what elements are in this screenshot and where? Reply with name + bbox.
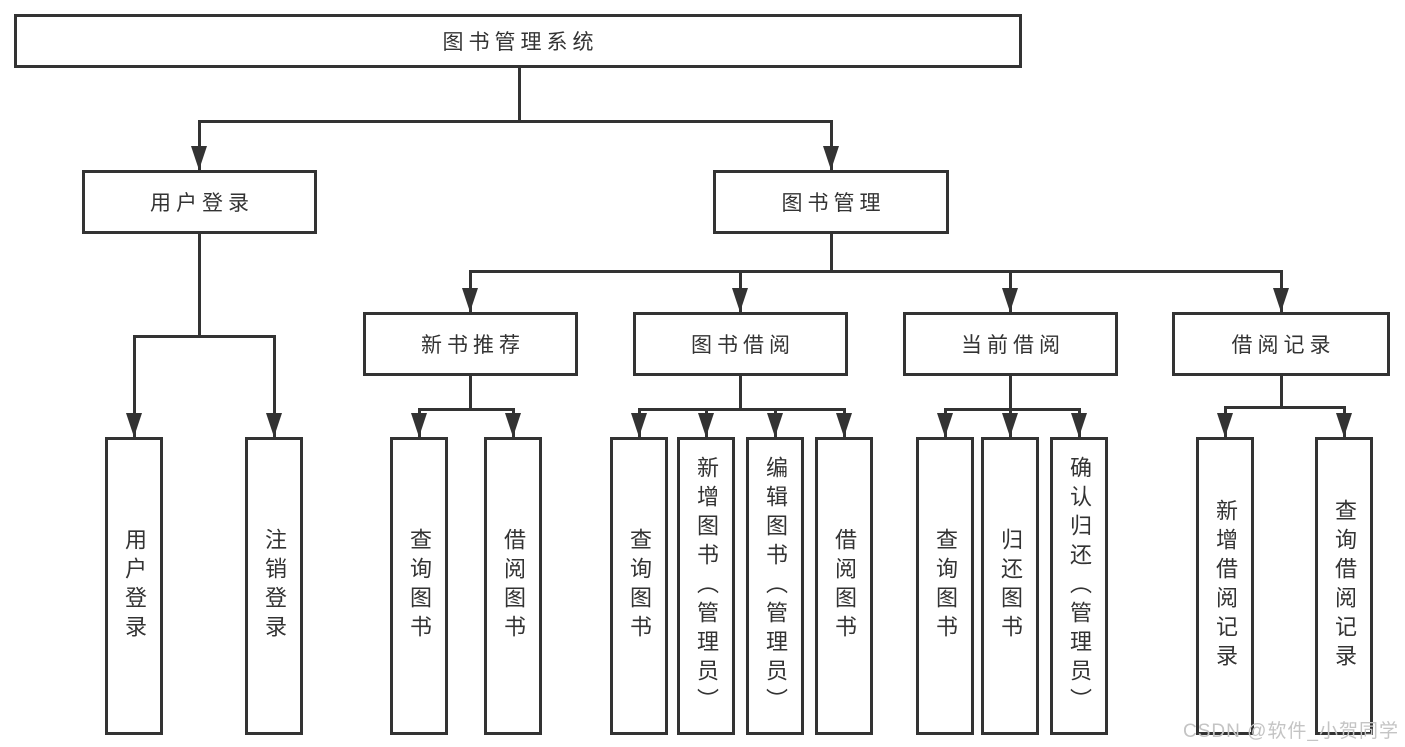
connector-line — [468, 270, 1283, 273]
arrow-down-icon — [191, 146, 207, 170]
leaf-user-login: 用户登录 — [105, 437, 163, 735]
leaf-cb-query-books: 查询图书 — [916, 437, 974, 735]
connector-line — [197, 120, 201, 170]
leaf-br-query-record-label: 查询借阅记录 — [1332, 499, 1357, 673]
connector-line — [132, 335, 136, 437]
leaf-user-login-label: 用户登录 — [122, 528, 147, 644]
node-book-borrowing: 图书借阅 — [633, 312, 848, 376]
connector-line — [417, 408, 515, 411]
arrow-down-icon — [1071, 413, 1087, 437]
arrow-down-icon — [1002, 413, 1018, 437]
node-user-login: 用户登录 — [82, 170, 317, 234]
leaf-nb-borrow-books: 借阅图书 — [484, 437, 542, 735]
csdn-watermark: CSDN @软件_小贺同学 — [1183, 721, 1399, 742]
arrow-down-icon — [1002, 288, 1018, 312]
leaf-nb-query-books-label: 查询图书 — [407, 528, 432, 644]
arrow-down-icon — [767, 413, 783, 437]
leaf-bb-query-books: 查询图书 — [610, 437, 668, 735]
arrow-down-icon — [411, 413, 427, 437]
leaf-cb-confirm-return-admin-label: 确认归还（管理员） — [1067, 455, 1092, 717]
connector-line — [197, 120, 833, 123]
connector-line — [829, 120, 833, 170]
arrow-down-icon — [823, 146, 839, 170]
connector-line — [1008, 376, 1012, 411]
arrow-down-icon — [126, 413, 142, 437]
arrow-down-icon — [462, 288, 478, 312]
node-new-book-recommendation: 新书推荐 — [363, 312, 578, 376]
connector-line — [637, 408, 846, 411]
leaf-bb-query-books-label: 查询图书 — [627, 528, 652, 644]
arrow-down-icon — [698, 413, 714, 437]
connector-line — [272, 335, 276, 437]
leaf-bb-add-book-admin: 新增图书（管理员） — [677, 437, 735, 735]
connector-line — [132, 335, 276, 338]
arrow-down-icon — [836, 413, 852, 437]
arrow-down-icon — [631, 413, 647, 437]
leaf-cb-return-book: 归还图书 — [981, 437, 1039, 735]
arrow-down-icon — [1273, 288, 1289, 312]
arrow-down-icon — [505, 413, 521, 437]
connector-line — [829, 234, 833, 273]
node-borrowing-records: 借阅记录 — [1172, 312, 1390, 376]
leaf-bb-edit-book-admin: 编辑图书（管理员） — [746, 437, 804, 735]
node-book-management: 图书管理 — [713, 170, 949, 234]
leaf-br-add-record-label: 新增借阅记录 — [1213, 499, 1238, 673]
leaf-nb-query-books: 查询图书 — [390, 437, 448, 735]
arrow-down-icon — [732, 288, 748, 312]
arrow-down-icon — [266, 413, 282, 437]
leaf-nb-borrow-books-label: 借阅图书 — [501, 528, 526, 644]
leaf-bb-add-book-admin-label: 新增图书（管理员） — [694, 455, 719, 717]
node-current-borrowing: 当前借阅 — [903, 312, 1118, 376]
leaf-bb-borrow-books: 借阅图书 — [815, 437, 873, 735]
connector-line — [197, 234, 201, 338]
arrow-down-icon — [937, 413, 953, 437]
connector-line — [738, 376, 742, 411]
arrow-down-icon — [1217, 413, 1233, 437]
connector-line — [468, 376, 472, 411]
leaf-br-add-record: 新增借阅记录 — [1196, 437, 1254, 735]
leaf-logout-label: 注销登录 — [262, 528, 287, 644]
connector-line — [1279, 376, 1283, 409]
leaf-bb-edit-book-admin-label: 编辑图书（管理员） — [763, 455, 788, 717]
leaf-cb-return-book-label: 归还图书 — [998, 528, 1023, 644]
leaf-cb-confirm-return-admin: 确认归还（管理员） — [1050, 437, 1108, 735]
arrow-down-icon — [1336, 413, 1352, 437]
leaf-logout: 注销登录 — [245, 437, 303, 735]
leaf-bb-borrow-books-label: 借阅图书 — [832, 528, 857, 644]
connector-line — [943, 408, 1081, 411]
node-root: 图书管理系统 — [14, 14, 1022, 68]
leaf-cb-query-books-label: 查询图书 — [933, 528, 958, 644]
leaf-br-query-record: 查询借阅记录 — [1315, 437, 1373, 735]
connector-line — [517, 68, 521, 123]
connector-line — [1223, 406, 1346, 409]
